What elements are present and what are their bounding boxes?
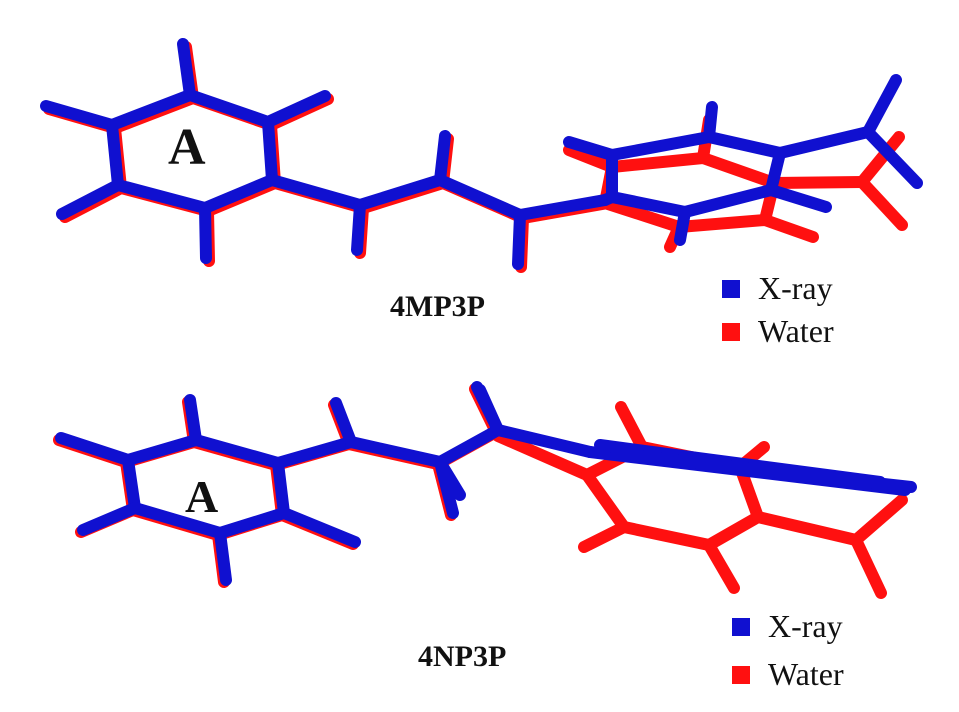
xray-bond	[272, 457, 290, 519]
xray-bond	[122, 434, 202, 466]
water-bond	[856, 131, 905, 188]
legend-top-water: Water	[722, 313, 834, 350]
xray-bond	[606, 191, 691, 218]
xray-bond	[184, 89, 274, 128]
water-bond	[752, 511, 862, 546]
xray-bond	[190, 434, 284, 469]
legend-bottom-water: Water	[732, 656, 844, 693]
legend-swatch-water	[732, 665, 750, 684]
water-bond	[581, 469, 630, 533]
xray-bond	[434, 130, 451, 186]
legend-swatch-xray	[732, 617, 750, 636]
xray-bond	[862, 126, 923, 189]
legend-top-xray: X-ray	[722, 270, 833, 307]
xray-bond	[512, 209, 526, 270]
xray-bond	[434, 424, 504, 468]
xray-bond	[703, 131, 786, 159]
xray-bond	[434, 174, 526, 221]
legend-bottom-xray: X-ray	[732, 608, 843, 645]
xray-bond	[354, 174, 446, 211]
xray-bond	[765, 147, 786, 196]
xray-bond	[345, 436, 446, 468]
xray-bond	[679, 184, 777, 218]
xray-bond	[492, 424, 596, 458]
water-bond	[850, 494, 908, 546]
xray-bond	[278, 507, 361, 548]
xray-bond	[106, 89, 196, 131]
legend-label: Water	[768, 656, 844, 692]
water-bond	[759, 214, 819, 243]
xray-bond	[55, 432, 134, 466]
xray-bond	[674, 206, 691, 246]
water-bond	[599, 197, 685, 233]
xray-bond	[774, 126, 874, 159]
xray-bond	[129, 502, 226, 539]
xray-bond	[434, 456, 466, 501]
water-bond	[856, 176, 908, 231]
xray-bond	[56, 179, 124, 220]
legend-label: Water	[758, 313, 834, 349]
xray-bond	[112, 179, 211, 214]
ring-label-top: A	[168, 119, 206, 176]
xray-bond	[106, 119, 124, 191]
xray-bond	[272, 436, 357, 469]
water-bond	[850, 534, 887, 599]
xray-bond	[199, 202, 212, 264]
xray-bond	[624, 449, 917, 493]
water-bond	[703, 539, 740, 594]
legend-label: X-ray	[758, 270, 833, 306]
xray-bond	[330, 397, 357, 448]
legend-label: X-ray	[768, 608, 843, 644]
xray-bond	[351, 199, 366, 256]
water-bond	[615, 401, 648, 453]
xray-bond	[214, 527, 232, 586]
water-bond	[606, 152, 709, 173]
xray-bond	[177, 38, 196, 101]
xray-bond	[563, 136, 618, 161]
ring-label-bottom: A	[185, 471, 219, 522]
xray-bond	[184, 394, 202, 446]
water-bond	[563, 144, 618, 173]
water-bond	[673, 214, 771, 233]
xray-bond	[77, 502, 141, 536]
water-bond	[618, 521, 715, 551]
legend-swatch-xray	[722, 279, 740, 298]
compound-label-bottom: 4NP3P	[418, 640, 507, 673]
water-bond	[492, 430, 593, 481]
water-bond	[578, 521, 630, 553]
xray-bond	[703, 101, 718, 143]
xray-bond	[122, 454, 141, 514]
xray-bond	[606, 131, 715, 161]
xray-bond	[199, 174, 278, 214]
xray-bond	[266, 174, 366, 211]
water-bond	[768, 176, 868, 189]
compound-label-top: 4MP3P	[390, 290, 485, 323]
water-bond	[697, 152, 780, 189]
water-bond	[703, 511, 764, 551]
xray-bond	[262, 90, 331, 128]
legend-swatch-water	[722, 322, 740, 341]
xray-bond	[262, 116, 278, 186]
xray-bond	[40, 100, 118, 131]
xray-bond	[765, 184, 832, 213]
xray-bond	[862, 74, 902, 138]
xray-bond	[214, 507, 290, 539]
xray-bond	[474, 384, 504, 436]
xray-bond	[514, 194, 611, 221]
